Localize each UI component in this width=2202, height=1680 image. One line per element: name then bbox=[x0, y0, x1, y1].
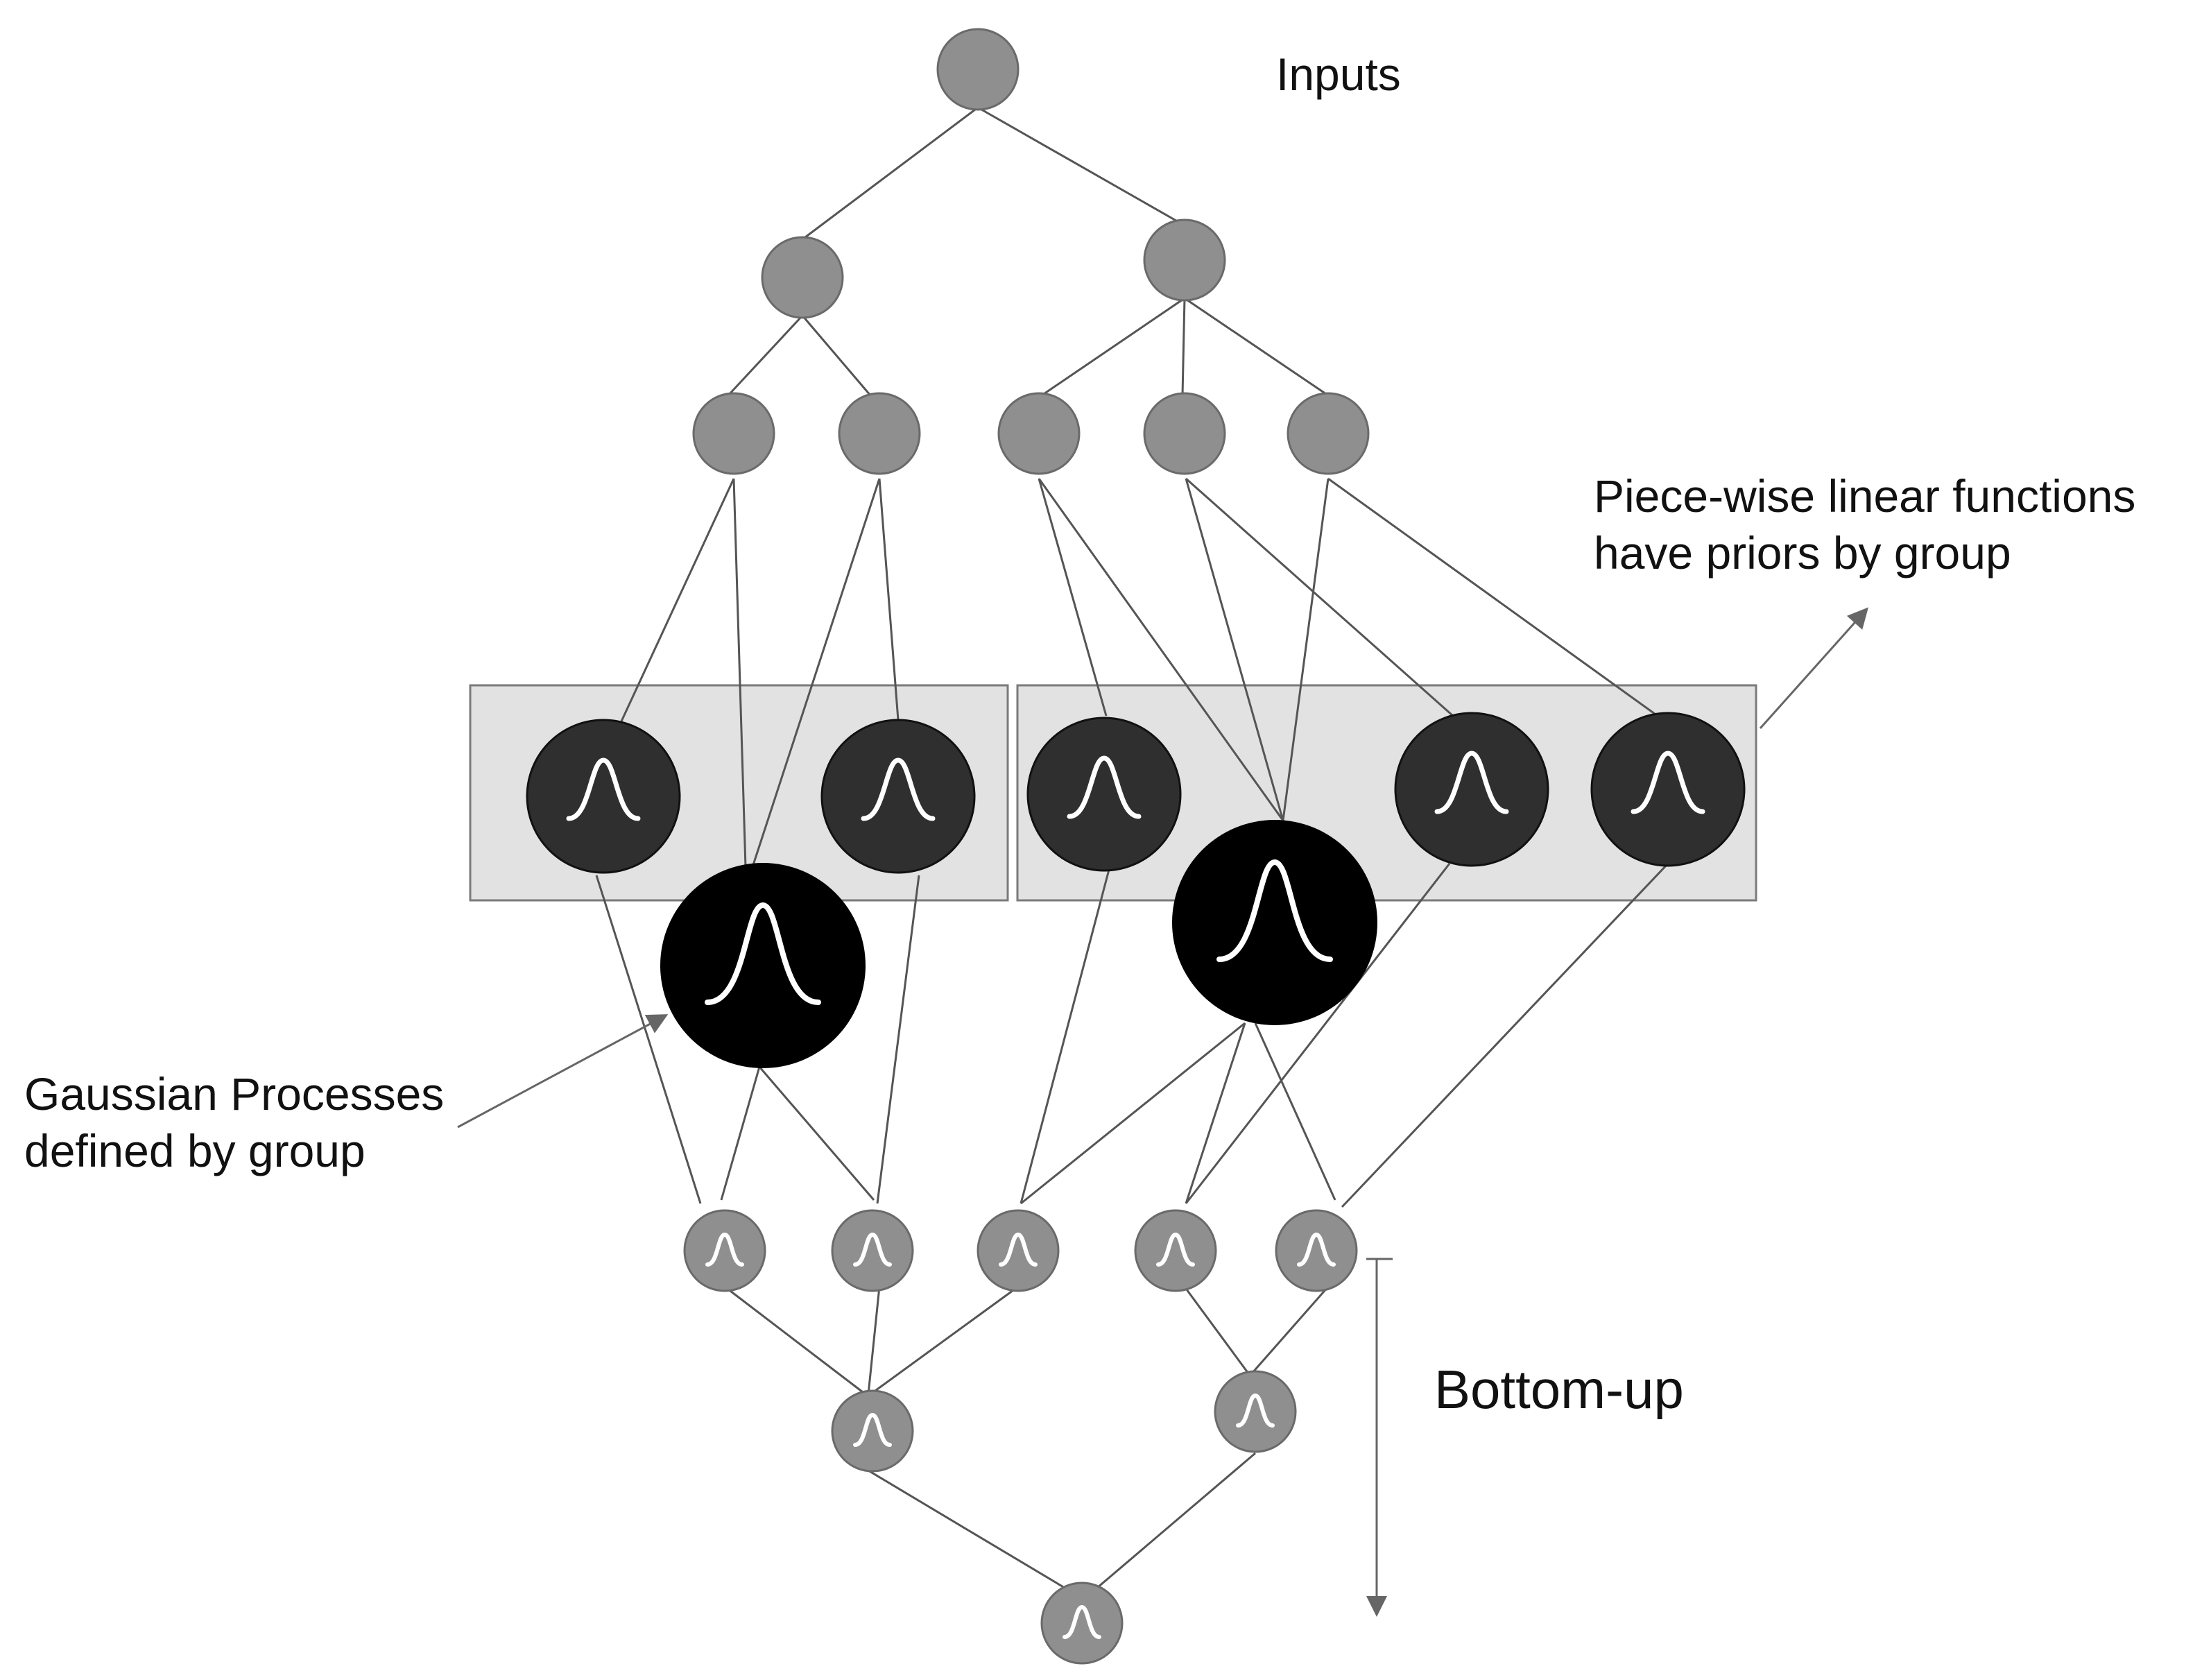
edge bbox=[876, 875, 920, 1204]
piecewise-gp-node bbox=[1394, 712, 1549, 867]
gaussian-curve-icon bbox=[1216, 859, 1333, 962]
edge bbox=[595, 875, 702, 1204]
gaussian-curve-icon bbox=[999, 1232, 1038, 1267]
piecewise-arrow bbox=[1759, 607, 1868, 729]
piecewise-gp-node bbox=[1590, 712, 1746, 867]
edge bbox=[751, 478, 881, 868]
edge bbox=[1038, 478, 1284, 821]
piecewise-gp-node bbox=[1026, 717, 1182, 872]
edge bbox=[1282, 478, 1330, 821]
edge bbox=[867, 1286, 881, 1395]
diagram-labels: Inputs Piece-wise linear functions have … bbox=[24, 49, 2135, 1420]
gaussian-label-line1: Gaussian Processes bbox=[24, 1068, 444, 1120]
edge bbox=[1020, 866, 1111, 1204]
edge bbox=[1041, 297, 1185, 397]
edge bbox=[1185, 477, 1454, 717]
edge bbox=[1020, 1022, 1246, 1205]
gaussian-arrow bbox=[457, 1014, 669, 1129]
bottom-node bbox=[1214, 1370, 1297, 1453]
bottom-node bbox=[1134, 1209, 1217, 1292]
edge bbox=[1254, 1022, 1336, 1201]
arrows bbox=[457, 607, 1868, 1617]
edge bbox=[1341, 862, 1669, 1208]
edge bbox=[724, 1285, 866, 1396]
gaussian-curve-icon bbox=[566, 757, 641, 821]
inputs-label: Inputs bbox=[1276, 49, 1401, 100]
bottom-root-node bbox=[1040, 1582, 1124, 1665]
gaussian-label-line2: defined by group bbox=[24, 1125, 365, 1176]
edge bbox=[1038, 478, 1108, 717]
edge bbox=[1185, 863, 1451, 1204]
edge bbox=[1181, 298, 1186, 396]
bottom-node bbox=[1275, 1209, 1358, 1292]
piecewise-gp-node bbox=[526, 719, 681, 874]
edge bbox=[1183, 1286, 1250, 1374]
bottom-node bbox=[683, 1209, 766, 1292]
edge bbox=[732, 478, 747, 868]
edge bbox=[1250, 1286, 1330, 1374]
gaussian-curve-icon bbox=[1156, 1232, 1195, 1267]
edge bbox=[801, 315, 872, 396]
bottom-up-label: Bottom-up bbox=[1434, 1359, 1684, 1420]
edge bbox=[1327, 477, 1658, 717]
edge bbox=[727, 314, 804, 397]
gaussian-curve-icon bbox=[853, 1232, 892, 1267]
edge bbox=[802, 106, 979, 241]
input-leaf-node bbox=[1287, 392, 1370, 475]
edge bbox=[619, 478, 735, 723]
input-leaf-node bbox=[692, 392, 775, 475]
edge bbox=[720, 1066, 761, 1201]
group-gp-nodes bbox=[660, 820, 1377, 1068]
group-gp-node-right bbox=[1172, 820, 1377, 1025]
edge bbox=[1185, 478, 1284, 821]
input-node-root bbox=[936, 28, 1020, 111]
bottom-node bbox=[831, 1389, 914, 1473]
edge bbox=[1092, 1452, 1256, 1593]
piecewise-gp-nodes bbox=[526, 712, 1746, 874]
edge bbox=[1185, 1022, 1246, 1204]
edge bbox=[977, 106, 1185, 227]
bottom-node bbox=[831, 1209, 914, 1292]
piecewise-label-line1: Piece-wise linear functions bbox=[1594, 470, 2135, 522]
input-nodes bbox=[692, 28, 1370, 475]
edge bbox=[878, 478, 900, 721]
gaussian-curve-icon bbox=[1434, 751, 1509, 814]
gaussian-curve-icon bbox=[1236, 1393, 1275, 1428]
gaussian-curve-icon bbox=[1067, 755, 1142, 819]
gaussian-curve-icon bbox=[1063, 1604, 1101, 1639]
edge bbox=[758, 1066, 875, 1201]
input-leaf-node bbox=[1143, 392, 1226, 475]
piecewise-gp-node bbox=[820, 719, 976, 874]
edges bbox=[595, 106, 1669, 1593]
gaussian-curve-icon bbox=[1631, 751, 1705, 814]
edge bbox=[1184, 297, 1329, 397]
piecewise-label-line2: have priors by group bbox=[1594, 527, 2011, 578]
input-node-right bbox=[1143, 218, 1226, 302]
gaussian-curve-icon bbox=[861, 757, 936, 821]
input-leaf-node bbox=[997, 392, 1081, 475]
gaussian-curve-icon bbox=[705, 902, 821, 1005]
gaussian-curve-icon bbox=[853, 1412, 892, 1447]
gaussian-curve-icon bbox=[1297, 1232, 1336, 1267]
bottom-node bbox=[977, 1209, 1060, 1292]
gaussian-curve-icon bbox=[705, 1232, 744, 1267]
edge bbox=[868, 1469, 1072, 1593]
edge bbox=[870, 1285, 1019, 1396]
input-node-left bbox=[761, 236, 844, 319]
group-gp-node-left bbox=[660, 863, 866, 1068]
bottom-nodes bbox=[683, 1209, 1358, 1665]
input-leaf-node bbox=[838, 392, 921, 475]
